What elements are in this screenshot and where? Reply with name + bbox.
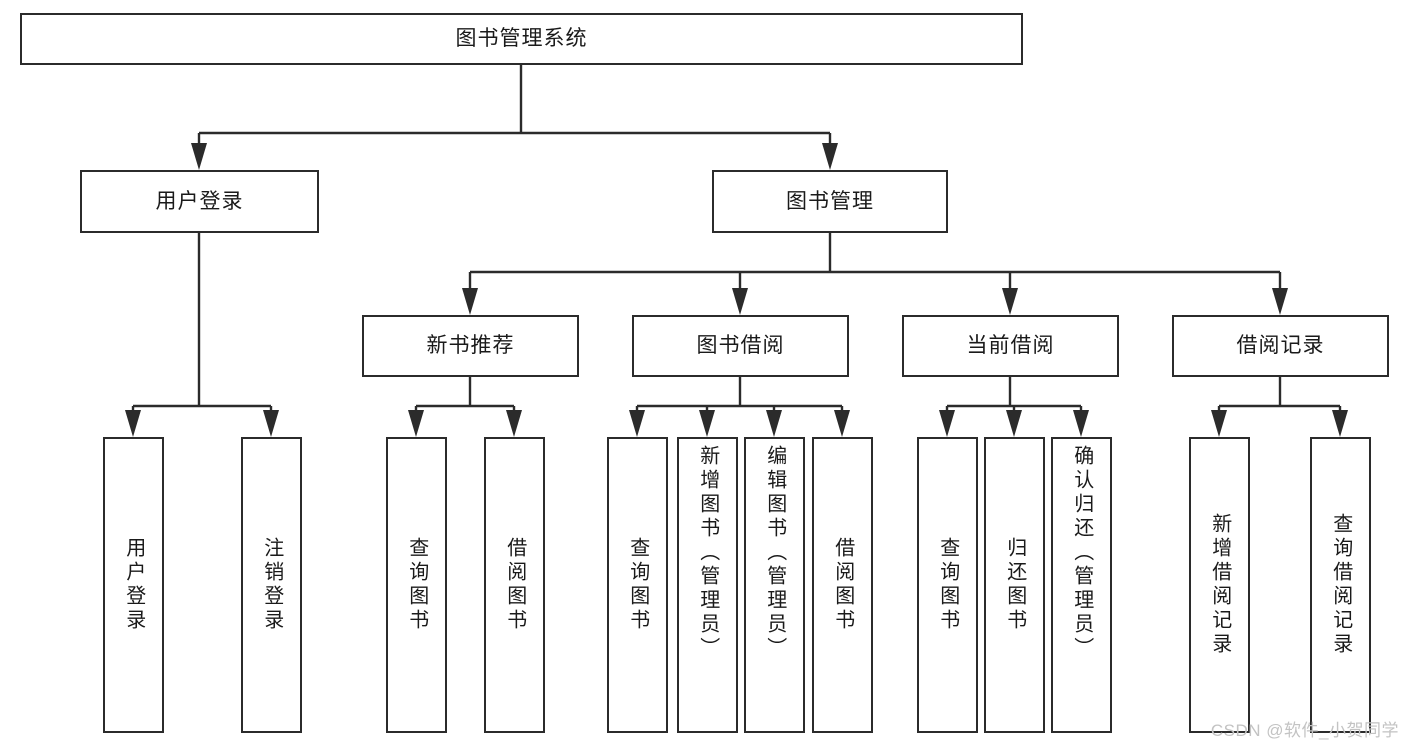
node-label: 确认归还（管理员） [1070, 445, 1093, 661]
node-label: 借阅记录 [1236, 334, 1325, 358]
node-leaf-add-record[interactable]: 新增借阅记录 [1189, 437, 1250, 733]
node-leaf-borrow-book-1[interactable]: 借阅图书 [484, 437, 545, 733]
node-book-borrow[interactable]: 图书借阅 [632, 315, 849, 377]
edge-userlogin-to-leaves-arrowhead-0 [125, 410, 141, 437]
node-root[interactable]: 图书管理系统 [20, 13, 1023, 65]
edge-root-to-level2-arrowhead-1 [822, 143, 838, 170]
node-label: 查询图书 [405, 537, 428, 633]
node-label: 新书推荐 [426, 334, 515, 358]
node-leaf-borrow-book-2[interactable]: 借阅图书 [812, 437, 873, 733]
node-leaf-query-book-2[interactable]: 查询图书 [607, 437, 668, 733]
edge-newbook-to-leaves-arrowhead-0 [408, 410, 424, 437]
node-leaf-logout[interactable]: 注销登录 [241, 437, 302, 733]
edge-bookmanage-to-level3-arrowhead-3 [1272, 288, 1288, 315]
node-label: 图书管理系统 [455, 27, 588, 51]
node-leaf-return-book[interactable]: 归还图书 [984, 437, 1045, 733]
edge-currentborrow-to-leaves-arrowhead-1 [1006, 410, 1022, 437]
node-label: 借阅图书 [831, 537, 854, 633]
edge-bookborrow-to-leaves-arrowhead-3 [834, 410, 850, 437]
edge-root-to-level2-arrowhead-0 [191, 143, 207, 170]
node-label: 新增图书（管理员） [696, 445, 719, 661]
edge-bookborrow-to-leaves-arrowhead-2 [766, 410, 782, 437]
node-label: 归还图书 [1003, 537, 1026, 633]
node-label: 新增借阅记录 [1208, 513, 1231, 657]
edge-borrowrecord-to-leaves-arrowhead-0 [1211, 410, 1227, 437]
node-user-login[interactable]: 用户登录 [80, 170, 319, 233]
node-leaf-confirm-return[interactable]: 确认归还（管理员） [1051, 437, 1112, 733]
node-leaf-query-book-3[interactable]: 查询图书 [917, 437, 978, 733]
edge-currentborrow-to-leaves-arrowhead-2 [1073, 410, 1089, 437]
node-current-borrow[interactable]: 当前借阅 [902, 315, 1119, 377]
node-leaf-query-book-1[interactable]: 查询图书 [386, 437, 447, 733]
edge-bookborrow-to-leaves-arrowhead-1 [699, 410, 715, 437]
node-leaf-add-book[interactable]: 新增图书（管理员） [677, 437, 738, 733]
node-leaf-edit-book[interactable]: 编辑图书（管理员） [744, 437, 805, 733]
node-label: 当前借阅 [966, 334, 1055, 358]
node-label: 注销登录 [260, 537, 283, 633]
node-label: 图书借阅 [696, 334, 785, 358]
node-leaf-user-login[interactable]: 用户登录 [103, 437, 164, 733]
node-label: 用户登录 [122, 537, 145, 633]
node-label: 用户登录 [155, 189, 244, 213]
node-book-manage[interactable]: 图书管理 [712, 170, 948, 233]
watermark: CSDN @软件_小贺同学 [1210, 721, 1399, 740]
node-borrow-record[interactable]: 借阅记录 [1172, 315, 1389, 377]
node-leaf-query-record[interactable]: 查询借阅记录 [1310, 437, 1371, 733]
node-label: 借阅图书 [503, 537, 526, 633]
node-label: 图书管理 [786, 189, 874, 213]
node-label: 查询图书 [936, 537, 959, 633]
edge-bookmanage-to-level3-arrowhead-2 [1002, 288, 1018, 315]
node-label: 查询图书 [626, 537, 649, 633]
edge-borrowrecord-to-leaves-arrowhead-1 [1332, 410, 1348, 437]
edge-bookborrow-to-leaves-arrowhead-0 [629, 410, 645, 437]
edge-userlogin-to-leaves-arrowhead-1 [263, 410, 279, 437]
edge-bookmanage-to-level3-arrowhead-1 [732, 288, 748, 315]
edge-newbook-to-leaves-arrowhead-1 [506, 410, 522, 437]
node-label: 编辑图书（管理员） [763, 445, 786, 661]
node-label: 查询借阅记录 [1329, 513, 1352, 657]
node-new-book-rec[interactable]: 新书推荐 [362, 315, 579, 377]
edge-bookmanage-to-level3-arrowhead-0 [462, 288, 478, 315]
edge-currentborrow-to-leaves-arrowhead-0 [939, 410, 955, 437]
